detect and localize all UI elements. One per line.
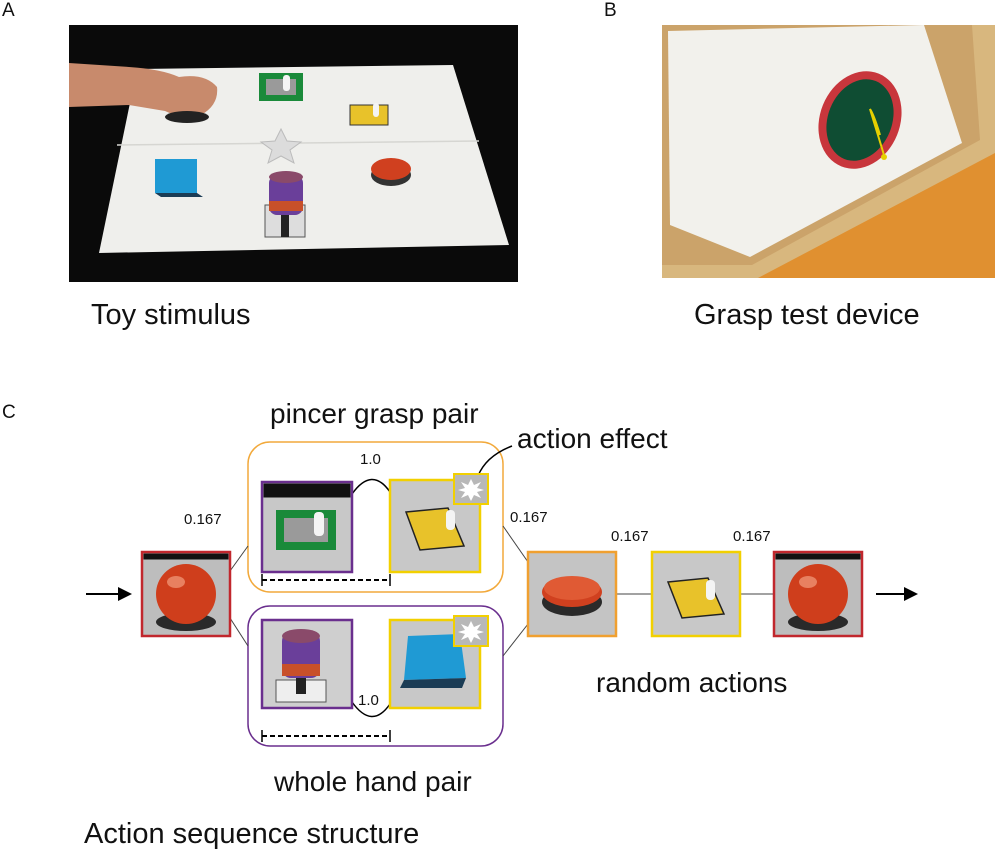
- prob-random-link-2: 0.167: [733, 528, 771, 545]
- prob-start-to-pairs: 0.167: [184, 511, 222, 528]
- action-sequence-diagram: [86, 441, 918, 747]
- entry-arrow-head: [118, 587, 132, 601]
- toy-stimulus-caption: Toy stimulus: [91, 299, 251, 331]
- pincer-link-curve: [351, 478, 391, 495]
- whole-hand-knob-tile: [260, 618, 354, 710]
- whole-hand-link-curve: [351, 701, 391, 718]
- random-red-button-tile: [526, 550, 618, 638]
- pincer-to-random-line: [502, 525, 529, 563]
- prob-pincer-link: 1.0: [360, 451, 381, 468]
- pincer-pair-box: [247, 441, 504, 593]
- panel-letter-b: B: [604, 0, 617, 21]
- pincer-action-effect-icon: [453, 473, 489, 505]
- prob-pairs-to-random: 0.167: [510, 509, 548, 526]
- start-to-whole-line: [229, 617, 249, 647]
- end-red-ball-tile: [772, 550, 864, 638]
- exit-arrow-head: [904, 587, 918, 601]
- grasp-device-caption: Grasp test device: [694, 299, 920, 331]
- panel-letter-c: C: [2, 402, 16, 423]
- action-effect-pointer: [477, 445, 513, 477]
- grasp-test-device-photo: [662, 25, 995, 278]
- action-sequence-caption: Action sequence structure: [84, 818, 420, 850]
- pincer-green-tile: [260, 480, 354, 574]
- prob-whole-hand-link: 1.0: [358, 692, 379, 709]
- whole-to-random-line: [502, 623, 529, 657]
- action-effect-label: action effect: [517, 423, 668, 454]
- random-actions-label: random actions: [596, 667, 788, 698]
- random-yellow-tile: [650, 550, 742, 638]
- whole-hand-pair-label: whole hand pair: [274, 766, 472, 797]
- toy-stimulus-photo: [69, 25, 518, 282]
- prob-random-link-1: 0.167: [611, 528, 649, 545]
- panel-letter-a: A: [2, 0, 15, 21]
- whole-hand-action-effect-icon: [453, 615, 489, 647]
- pincer-grasp-pair-label: pincer grasp pair: [270, 398, 479, 429]
- start-red-ball-tile: [140, 550, 232, 638]
- whole-hand-blue-tile: [388, 618, 482, 710]
- whole-hand-pair-box: [247, 605, 504, 747]
- start-to-pincer-line: [229, 545, 249, 572]
